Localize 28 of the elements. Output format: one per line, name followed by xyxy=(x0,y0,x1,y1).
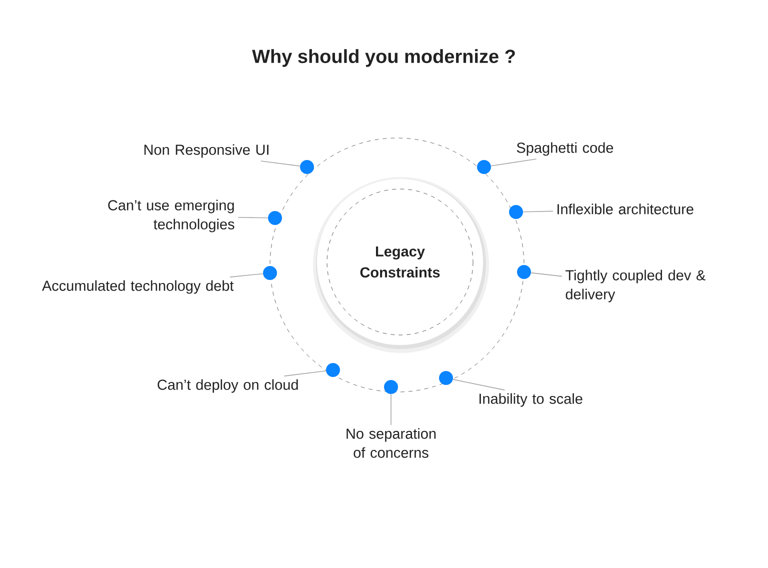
leader-line xyxy=(390,394,392,426)
marker-dot xyxy=(384,380,398,394)
marker-dot xyxy=(439,371,453,385)
point-label: Spaghetti code xyxy=(516,142,614,156)
marker-dot xyxy=(509,205,523,219)
leader-line xyxy=(490,158,537,166)
marker-dot xyxy=(477,160,491,174)
point-label: Inflexible architecture xyxy=(558,204,694,214)
leader-line xyxy=(452,379,506,390)
point-label: Accumulated technology debt xyxy=(42,280,234,294)
leader-line xyxy=(284,370,326,376)
leader-line xyxy=(238,216,268,218)
leader-line xyxy=(230,273,264,278)
leader-line xyxy=(522,210,554,212)
point-label: No separation of concerns xyxy=(346,428,436,458)
marker-dot xyxy=(326,363,340,377)
leader-line xyxy=(260,160,300,166)
point-label: Tightly coupled dev & delivery xyxy=(566,270,706,302)
marker-dot xyxy=(263,266,277,280)
point-label: Can’t deploy on cloud xyxy=(158,379,298,393)
point-label: Can’t use emerging technologies xyxy=(108,200,234,232)
marker-dot xyxy=(517,265,531,279)
point-label: Inability to scale xyxy=(480,393,582,407)
leader-line xyxy=(530,272,562,277)
title: Why should you modernize ? xyxy=(252,49,515,67)
marker-dot xyxy=(300,160,314,174)
marker-dot xyxy=(268,211,282,225)
point-label: Non Responsive UI xyxy=(144,144,268,158)
